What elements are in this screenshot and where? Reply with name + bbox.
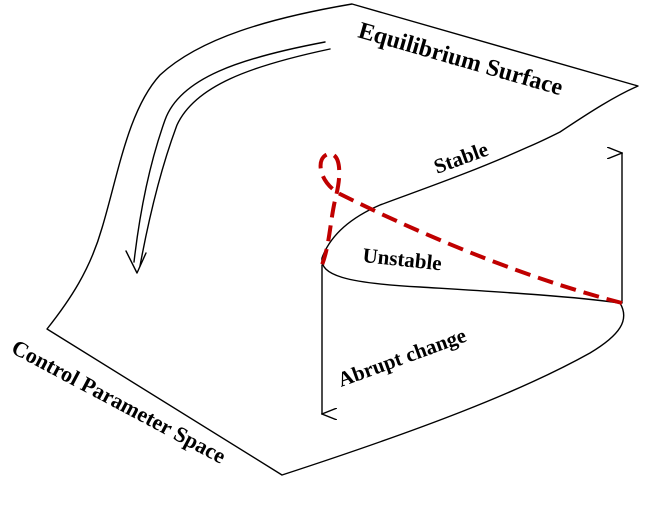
hysteresis-path [318,151,623,305]
flow-arrowhead [125,250,147,274]
flow-arrow-inner [139,48,331,267]
unstable-label: Unstable [361,243,442,275]
abrupt-change-label: Abrupt change [335,323,470,392]
stable-label: Stable [431,137,492,179]
control-parameter-space-label: Control Parameter Space [8,334,231,468]
equilibrium-surface-label: Equilibrium Surface [355,18,566,101]
flow-arrow-outer [133,41,326,263]
